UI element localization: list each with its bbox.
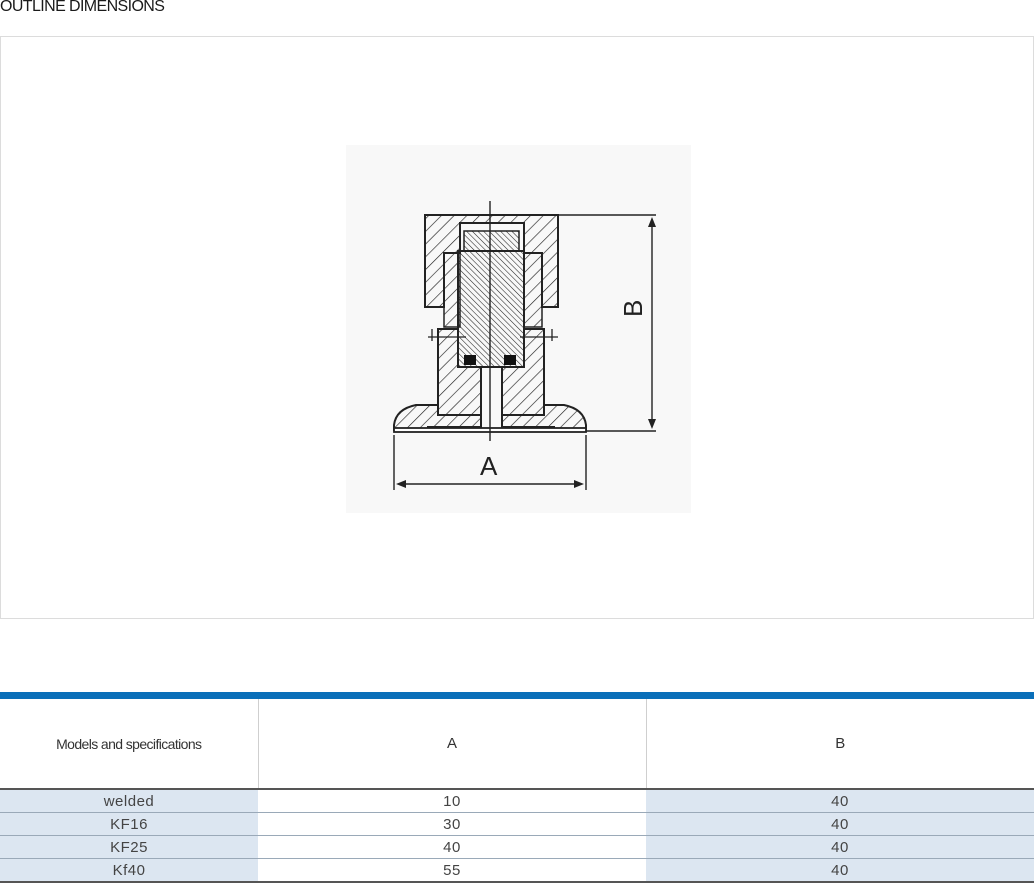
technical-drawing: B A [346,145,691,513]
cell-a: 40 [258,835,646,859]
spec-table-wrap: Models and specifications A B welded 10 … [0,692,1034,883]
table-row: KF16 30 40 [0,812,1034,836]
cell-model: welded [0,789,258,813]
table-row: welded 10 40 [0,789,1034,813]
column-header-a: A [257,699,646,789]
column-header-models: Models and specifications [0,699,258,789]
dimension-b-label: B [618,300,648,317]
cell-a: 55 [258,858,646,883]
cell-model: KF25 [0,835,258,859]
cell-b: 40 [646,835,1034,859]
cell-a: 10 [258,789,646,813]
cell-model: Kf40 [0,858,258,883]
cell-b: 40 [646,812,1034,836]
table-row: Kf40 55 40 [0,858,1034,883]
spec-table: Models and specifications A B welded 10 … [0,699,1034,883]
drawing-panel: B A [0,36,1034,619]
outline-drawing: B A [346,145,691,513]
column-header-b: B [645,699,1034,789]
cell-b: 40 [646,789,1034,813]
cell-a: 30 [258,812,646,836]
cell-b: 40 [646,858,1034,883]
cell-model: KF16 [0,812,258,836]
table-header-row: Models and specifications A B [0,699,1034,789]
section-title: OUTLINE DIMENSIONS [0,0,165,15]
dimension-a-label: A [480,451,498,481]
accent-bar [0,692,1034,699]
table-row: KF25 40 40 [0,835,1034,859]
